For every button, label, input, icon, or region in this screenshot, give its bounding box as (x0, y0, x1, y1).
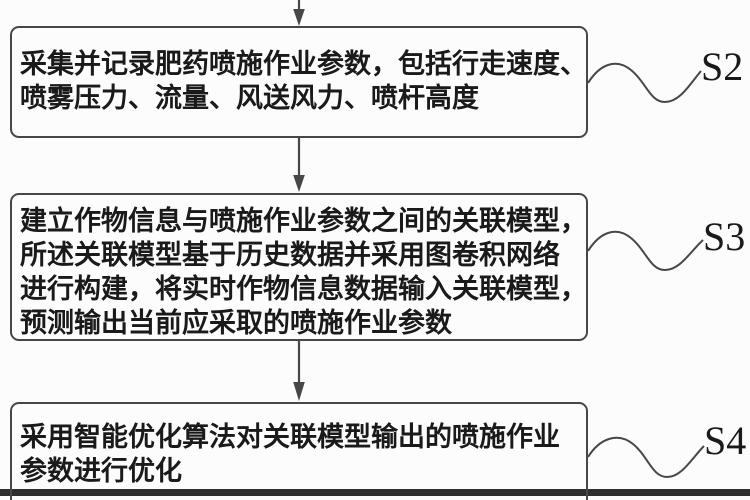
step-text-line: 建立作物信息与喷施作业参数之间的关联模型， (20, 206, 587, 236)
step-label-s4: S4 (704, 418, 747, 463)
step-box-s3: 建立作物信息与喷施作业参数之间的关联模型， 所述关联模型基于历史数据并采用图卷积… (10, 193, 588, 341)
arrow-s2-to-s3 (293, 138, 305, 192)
arrow-s3-to-s4 (293, 341, 305, 401)
squiggle-to-s3 (587, 230, 704, 272)
step-text-line: 喷雾压力、流量、风送风力、喷杆高度 (20, 83, 479, 113)
arrow-into-box-s2 (293, 0, 305, 26)
step-box-s2: 采集并记录肥药喷施作业参数，包括行走速度、 喷雾压力、流量、风送风力、喷杆高度 (10, 26, 588, 138)
step-text-line: 进行构建，将实时作物信息数据输入关联模型， (20, 274, 587, 304)
step-text-line: 预测输出当前应采取的喷施作业参数 (20, 308, 452, 338)
step-text-line: 参数进行优化 (20, 456, 182, 486)
step-text-line: 所述关联模型基于历史数据并采用图卷积网络 (20, 240, 560, 270)
step-box-s4: 采用智能优化算法对关联模型输出的喷施作业 参数进行优化 (10, 402, 588, 500)
step-text-line: 采用智能优化算法对关联模型输出的喷施作业 (20, 422, 560, 452)
squiggle-to-s2 (587, 62, 702, 104)
step-text-line: 采集并记录肥药喷施作业参数，包括行走速度、 (20, 49, 587, 79)
step-label-s2: S2 (701, 44, 744, 89)
step-label-s3: S3 (703, 214, 746, 259)
squiggle-to-s4 (587, 436, 705, 479)
